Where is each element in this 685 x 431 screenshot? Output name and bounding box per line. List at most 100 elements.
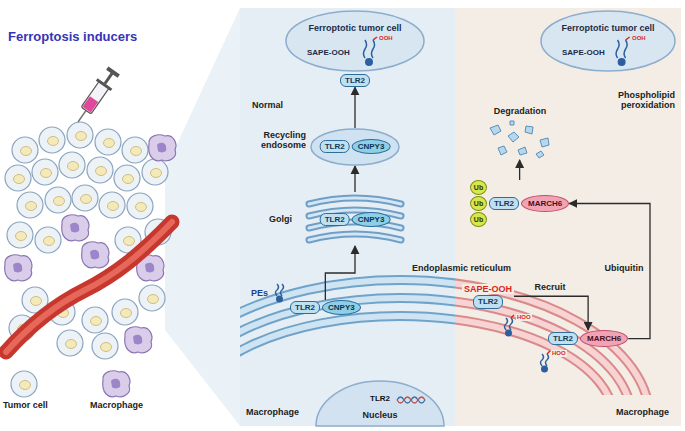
ubiquitin-tag: Ub <box>470 196 487 211</box>
drawing-part <box>32 159 58 185</box>
endosome: Recycling endosomeTLR2CNPY3 <box>310 128 400 166</box>
receptor-label: TLR2 <box>548 332 578 345</box>
receptor-complex: SAPE-OOHTLR2 <box>462 284 514 309</box>
drawing-part <box>82 307 108 333</box>
drawing-part <box>505 318 508 330</box>
drawing-part <box>6 222 172 352</box>
tumor-cell: Ferroptotic tumor cellSAPE-OOH <box>285 10 425 72</box>
golgi: GolgiTLR2CNPY3 <box>305 192 405 246</box>
drawing-part <box>510 318 513 330</box>
tumor-cell-outline <box>285 10 425 72</box>
er-membrane <box>455 280 650 395</box>
arrow <box>569 204 650 339</box>
complex-row: TLR2CNPY3 <box>320 139 391 154</box>
drawing-part <box>72 185 98 211</box>
drawing-part <box>127 193 153 219</box>
drawing-part <box>540 138 549 147</box>
receptor-label: TLR2 <box>290 301 320 314</box>
chaperone-label: CNPY3 <box>352 139 391 154</box>
drawing-part <box>546 354 549 366</box>
drawing-part <box>309 234 401 240</box>
ligase-label: MARCH6 <box>521 195 569 212</box>
drawing-part <box>309 198 401 204</box>
drawing-part <box>397 397 425 403</box>
drawing-part <box>57 330 83 356</box>
cell-title: Ferroptotic tumor cell <box>540 23 676 33</box>
arrow <box>514 296 588 330</box>
drawing-part <box>95 129 121 155</box>
drawing-part <box>525 126 533 134</box>
drawing-part <box>498 146 507 155</box>
panel-ground <box>455 8 681 426</box>
drawing-part <box>510 121 514 125</box>
degradation: Degradation <box>480 106 560 160</box>
gene-label: TLR2 <box>315 394 445 403</box>
drawing-part <box>490 125 501 135</box>
drawing-part <box>311 129 399 165</box>
panel-label: Macrophage <box>616 407 669 417</box>
drawing-part <box>62 215 89 241</box>
ligase-label: MARCH6 <box>580 330 628 347</box>
receptor-label: TLR2 <box>320 140 350 153</box>
drawing-part <box>626 37 630 40</box>
drawing-part <box>397 397 425 403</box>
organelle-label: Endoplasmic reticulum <box>412 263 511 273</box>
drawing-part <box>105 73 112 84</box>
arrow <box>325 246 355 300</box>
drawing-part <box>364 40 367 58</box>
panel-ground <box>240 8 455 426</box>
drawing-part <box>616 40 619 58</box>
molecule-label: PEs <box>251 288 268 298</box>
drawing-part <box>455 298 632 395</box>
drawing-part <box>78 111 86 122</box>
drawing-part <box>139 285 165 311</box>
drawing-part <box>87 157 113 183</box>
complex-column: UbUbUb <box>470 180 487 227</box>
drawing-part <box>96 78 112 91</box>
drawing-part <box>365 58 373 66</box>
drawing-part <box>7 222 33 248</box>
drawing-part <box>17 192 43 218</box>
drawing-part <box>240 298 455 395</box>
drawing-part <box>240 298 455 395</box>
drawing-part <box>455 316 614 395</box>
drawing-part <box>67 122 93 148</box>
drawing-part <box>112 299 138 325</box>
arrow <box>519 160 520 180</box>
drawing-part <box>83 96 99 112</box>
panel-label: Macrophage <box>246 407 299 417</box>
drawing-part <box>12 137 38 163</box>
ubiquitin-tag: Ub <box>470 212 487 227</box>
panel: Phospholipid peroxidationMacrophageFerro… <box>455 8 681 426</box>
tumor-cell: Ferroptotic tumor cellSAPE-OOH <box>540 10 676 72</box>
drawing-part <box>82 242 109 268</box>
drawing-part <box>541 366 548 373</box>
drawing-part <box>35 227 61 253</box>
lipid-label: SAPE-OOH <box>462 284 514 294</box>
drawing-part <box>39 127 65 153</box>
drawing-part <box>541 11 675 71</box>
syringe <box>71 65 122 127</box>
arrow <box>354 166 355 192</box>
lipid-label: SAPE-OOH <box>307 48 350 57</box>
drawing-part <box>45 187 71 213</box>
ubiquitin-complex: UbUbUbTLR2MARCH6 <box>470 180 569 227</box>
receptor-label: TLR2 <box>489 197 519 210</box>
drawing-part <box>508 132 519 142</box>
organelle-label: Golgi <box>269 214 292 224</box>
drawing-part <box>624 40 627 58</box>
drawing-part <box>618 58 626 66</box>
drawing-part <box>286 11 424 71</box>
drawing-part <box>547 351 550 354</box>
drawing-part <box>240 316 455 395</box>
drawing-part <box>455 280 650 395</box>
drawing-part <box>372 40 375 58</box>
drawing-part <box>5 165 31 191</box>
drawing-part <box>99 192 125 218</box>
drawing-part <box>316 381 444 426</box>
receptor: TLR2 <box>340 74 370 87</box>
drawing-part <box>11 371 37 397</box>
drawing-part <box>106 66 120 77</box>
drawing-part <box>122 137 148 163</box>
